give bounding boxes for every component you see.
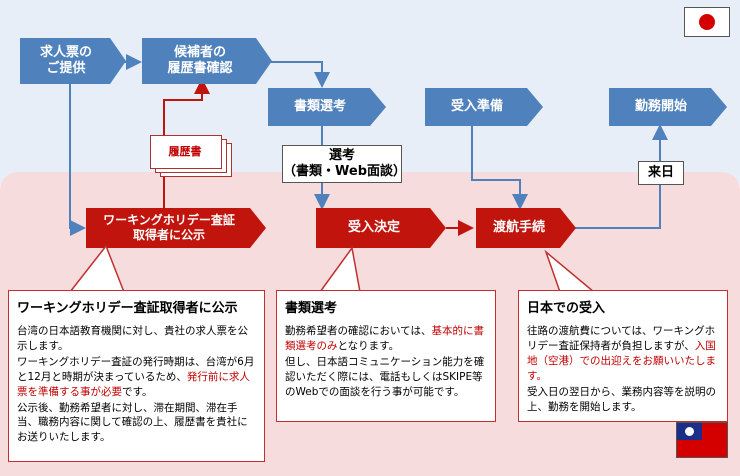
publish-info-title: ワーキングホリデー査証取得者に公示 bbox=[17, 301, 238, 316]
job-offer-step: 求人票の ご提供 bbox=[20, 38, 126, 84]
screening-info-box: 書類選考 勤務希望者の確認においては、基本的に書類選考のみとなります。 但し、日… bbox=[276, 290, 496, 422]
taiwan-flag-icon bbox=[676, 422, 728, 458]
resume-check-step: 候補者の 履歴書確認 bbox=[142, 38, 272, 84]
selection-label-line1: 選考 bbox=[328, 148, 355, 163]
work-start-step: 勤務開始 bbox=[609, 88, 727, 126]
reception-info-box: 日本での受入 往路の渡航費については、ワーキングホリデー査証保持者が負担しますが… bbox=[518, 290, 728, 422]
publish-info-text-1: 台湾の日本語教育機関に対し、貴社の求人票を公示します。 bbox=[17, 325, 248, 352]
screening-info-title: 書類選考 bbox=[285, 301, 338, 316]
screening-info-text-1: 勤務希望者の確認においては、基本的に書類選考のみとなります。 bbox=[285, 325, 484, 352]
publish-info-text-3: 公示後、勤務希望者に対し、滞在期間、滞在手当、職務内容に関して確認の上、履歴書を… bbox=[17, 401, 248, 444]
arrival-label: 来日 bbox=[638, 161, 684, 185]
travel-procedure-step: 渡航手続 bbox=[476, 208, 576, 248]
acceptance-decision-step: 受入決定 bbox=[316, 208, 446, 248]
reception-info-text-1: 往路の渡航費については、ワーキングホリデー査証保持者が負担しますが、入国地（空港… bbox=[527, 325, 716, 382]
selection-method-label: 選考 （書類・Web面談） bbox=[282, 145, 406, 183]
resume-label: 履歴書 bbox=[168, 145, 202, 158]
acceptance-prep-step: 受入準備 bbox=[425, 88, 543, 126]
reception-info-text-2: 受入日の翌日から、業務内容等を説明の上、勤務を開始します。 bbox=[527, 385, 716, 413]
resume-documents-icon: 履歴書 bbox=[150, 135, 232, 177]
publish-info-box: ワーキングホリデー査証取得者に公示 台湾の日本語教育機関に対し、貴社の求人票を公… bbox=[8, 290, 265, 462]
selection-label-line2: （書類・Web面談） bbox=[283, 164, 406, 180]
screening-info-text-2: 但し、日本語コミュニケーション能力を確認いただく際には、電話もしくはSKIPE等… bbox=[285, 355, 485, 398]
publish-info-text-2: ワーキングホリデー査証の発行時期は、台湾が6月と12月と時期が決まっているため、… bbox=[17, 355, 255, 398]
document-selection-step: 書類選考 bbox=[268, 88, 386, 126]
wh-holder-publish-step: ワーキングホリデー査証 取得者に公示 bbox=[86, 208, 266, 248]
japan-flag-icon bbox=[684, 7, 730, 37]
reception-info-title: 日本での受入 bbox=[527, 301, 606, 316]
